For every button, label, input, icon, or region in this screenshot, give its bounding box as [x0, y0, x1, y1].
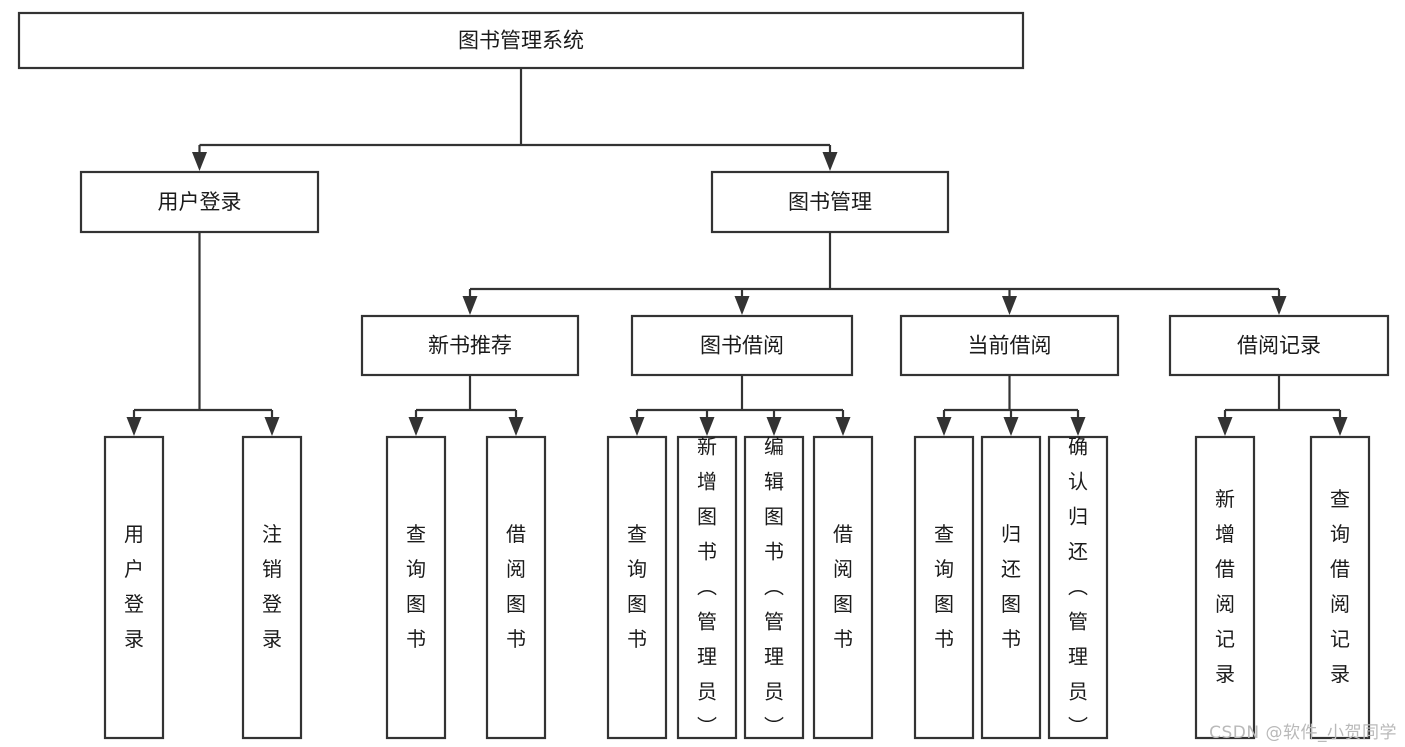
node-leaf-edit-book[interactable]: 编辑图书︵管理员︶ [743, 434, 805, 740]
arrow-head-icon [408, 417, 424, 436]
arrow-head-icon [936, 417, 952, 436]
node-leaf-query-book-3-label: 查询图书 [934, 522, 954, 651]
arrow-head-icon [508, 417, 524, 436]
node-root-box[interactable] [17, 11, 1025, 70]
node-leaf-logout[interactable]: 注销登录 [241, 435, 303, 740]
node-leaf-query-book-2[interactable]: 查询图书 [606, 435, 668, 740]
node-user-login[interactable]: 用户登录 [79, 170, 320, 234]
node-new-book-recommend-box[interactable] [360, 314, 580, 377]
node-leaf-add-record[interactable]: 新增借阅记录 [1194, 435, 1256, 740]
node-leaf-return-book-box[interactable] [980, 435, 1042, 740]
node-leaf-query-record[interactable]: 查询借阅记录 [1309, 435, 1371, 740]
connector-group [192, 68, 838, 171]
connector-group [936, 375, 1086, 436]
node-leaf-logout-label: 注销登录 [262, 522, 282, 651]
connector-group [126, 232, 280, 436]
node-leaf-query-book-2-box[interactable] [606, 435, 668, 740]
node-leaf-query-book-1-label: 查询图书 [406, 522, 426, 651]
node-book-manage[interactable]: 图书管理 [710, 170, 950, 234]
node-leaf-query-book-1[interactable]: 查询图书 [385, 435, 447, 740]
connector-group [462, 232, 1287, 315]
node-root-label: 图书管理系统 [458, 29, 584, 53]
node-leaf-confirm-return[interactable]: 确认归还︵管理员︶ [1047, 434, 1109, 740]
node-leaf-confirm-return-label: 确认归还︵管理员︶ [1068, 434, 1088, 738]
arrow-head-icon [1332, 417, 1348, 436]
arrow-head-icon [835, 417, 851, 436]
arrow-head-icon [699, 417, 715, 436]
node-current-borrow-box[interactable] [899, 314, 1120, 377]
node-leaf-borrow-book-2-box[interactable] [812, 435, 874, 740]
arrow-head-icon [1003, 417, 1019, 436]
node-leaf-query-book-1-box[interactable] [385, 435, 447, 740]
node-new-book-recommend[interactable]: 新书推荐 [360, 314, 580, 377]
arrow-head-icon [462, 296, 478, 315]
node-borrow-record-box[interactable] [1168, 314, 1390, 377]
node-leaf-edit-book-label: 编辑图书︵管理员︶ [764, 434, 784, 738]
node-leaf-add-book-box[interactable] [676, 435, 738, 740]
node-user-login-label: 用户登录 [158, 190, 242, 214]
arrow-head-icon [822, 152, 838, 171]
node-borrow-record[interactable]: 借阅记录 [1168, 314, 1390, 377]
node-new-book-recommend-label: 新书推荐 [428, 334, 512, 358]
connector-layer [126, 68, 1348, 436]
node-book-manage-box[interactable] [710, 170, 950, 234]
node-layer: 图书管理系统用户登录图书管理新书推荐图书借阅当前借阅借阅记录用户登录注销登录查询… [17, 11, 1390, 740]
node-leaf-query-book-3-box[interactable] [913, 435, 975, 740]
node-current-borrow[interactable]: 当前借阅 [899, 314, 1120, 377]
node-leaf-borrow-book-1-box[interactable] [485, 435, 547, 740]
node-leaf-add-record-label: 新增借阅记录 [1215, 487, 1235, 686]
node-book-borrow-box[interactable] [630, 314, 854, 377]
node-leaf-borrow-book-2-label: 借阅图书 [833, 522, 853, 651]
node-leaf-logout-box[interactable] [241, 435, 303, 740]
node-leaf-add-record-box[interactable] [1194, 435, 1256, 740]
node-leaf-borrow-book-2[interactable]: 借阅图书 [812, 435, 874, 740]
node-book-borrow-label: 图书借阅 [700, 334, 784, 358]
arrow-head-icon [766, 417, 782, 436]
arrow-head-icon [126, 417, 142, 436]
connector-group [408, 375, 524, 436]
node-root[interactable]: 图书管理系统 [17, 11, 1025, 70]
arrow-head-icon [1070, 417, 1086, 436]
node-leaf-confirm-return-box[interactable] [1047, 435, 1109, 740]
connector-group [629, 375, 851, 436]
node-leaf-add-book[interactable]: 新增图书︵管理员︶ [676, 434, 738, 740]
arrow-head-icon [264, 417, 280, 436]
arrow-head-icon [1002, 296, 1017, 315]
node-user-login-box[interactable] [79, 170, 320, 234]
node-leaf-user-login-box[interactable] [103, 435, 165, 740]
node-leaf-query-book-2-label: 查询图书 [627, 522, 647, 651]
node-borrow-record-label: 借阅记录 [1237, 334, 1321, 358]
node-leaf-return-book[interactable]: 归还图书 [980, 435, 1042, 740]
node-leaf-query-record-box[interactable] [1309, 435, 1371, 740]
arrow-head-icon [629, 417, 645, 436]
node-leaf-borrow-book-1-label: 借阅图书 [506, 522, 526, 651]
node-leaf-add-book-label: 新增图书︵管理员︶ [697, 434, 717, 738]
node-leaf-query-record-label: 查询借阅记录 [1330, 487, 1350, 686]
node-leaf-return-book-label: 归还图书 [1001, 522, 1021, 651]
arrow-head-icon [1271, 296, 1287, 315]
node-leaf-edit-book-box[interactable] [743, 435, 805, 740]
arrow-head-icon [192, 152, 207, 171]
connector-group [1217, 375, 1348, 436]
arrow-head-icon [734, 296, 750, 315]
node-leaf-user-login-label: 用户登录 [124, 522, 144, 651]
node-book-manage-label: 图书管理 [788, 190, 872, 214]
node-leaf-query-book-3[interactable]: 查询图书 [913, 435, 975, 740]
arrow-head-icon [1217, 417, 1233, 436]
node-leaf-user-login[interactable]: 用户登录 [103, 435, 165, 740]
node-current-borrow-label: 当前借阅 [968, 334, 1052, 358]
node-leaf-borrow-book-1[interactable]: 借阅图书 [485, 435, 547, 740]
node-book-borrow[interactable]: 图书借阅 [630, 314, 854, 377]
